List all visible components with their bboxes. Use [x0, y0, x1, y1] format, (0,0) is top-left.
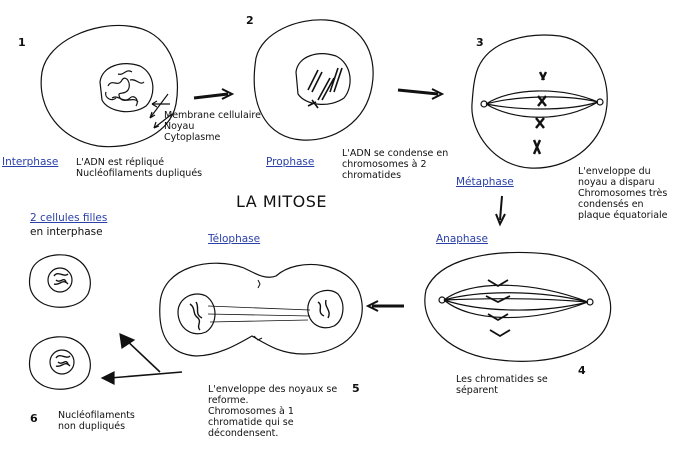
step-number: 2	[246, 14, 254, 27]
cytoplasme-pointer	[153, 113, 173, 129]
diagram-title: LA MITOSE	[236, 192, 327, 211]
arrow-5-to-6-lower	[109, 371, 183, 379]
phase-label-telophase: Télophase	[208, 233, 261, 245]
membrane-pointer	[149, 93, 169, 119]
step-number: 3	[476, 36, 484, 49]
phase-label-daughter-cells: 2 cellules filles	[30, 212, 108, 224]
phase-label-interphase: Interphase	[2, 156, 59, 168]
arrow-1-to-2	[193, 92, 229, 100]
note-interphase: L'ADN est répliqué Nucléofilaments dupli…	[76, 157, 203, 179]
note-anaphase: Les chromatides se séparent	[456, 374, 548, 396]
note-prophase: L'ADN se condense en chromosomes à 2 chr…	[342, 148, 449, 181]
cell-prophase	[253, 19, 374, 141]
note-daughter-cells: Nucléofilaments non dupliqués	[58, 410, 135, 432]
step-number: 5	[352, 382, 360, 395]
cell-interphase	[40, 24, 179, 148]
cell-anaphase	[424, 251, 612, 362]
daughter-cell-bottom	[28, 336, 91, 390]
note-telophase: L'enveloppe des noyaux se reforme. Chrom…	[208, 384, 338, 439]
step-number: 6	[30, 412, 38, 425]
phase-label-anaphase: Anaphase	[436, 233, 488, 245]
note-metaphase: L'enveloppe du noyau a disparu Chromosom…	[578, 166, 668, 221]
cell-metaphase	[471, 34, 608, 169]
daughter-cell-top	[28, 254, 91, 308]
label-cytoplasme: Cytoplasme	[164, 132, 221, 143]
label-noyau: Noyau	[164, 121, 195, 132]
step-number: 1	[18, 36, 26, 49]
arrow-2-to-3	[397, 88, 439, 96]
phase-label-prophase: Prophase	[266, 156, 315, 168]
step-number: 4	[578, 364, 586, 377]
arrow-5-to-6-upper	[123, 337, 161, 373]
phase-label-metaphase: Métaphase	[456, 176, 514, 188]
label-membrane: Membrane cellulaire	[164, 110, 261, 121]
arrow-3-to-4	[499, 195, 503, 221]
phase-label-daughter-cells-2: en interphase	[30, 226, 103, 238]
cell-telophase	[159, 262, 363, 357]
